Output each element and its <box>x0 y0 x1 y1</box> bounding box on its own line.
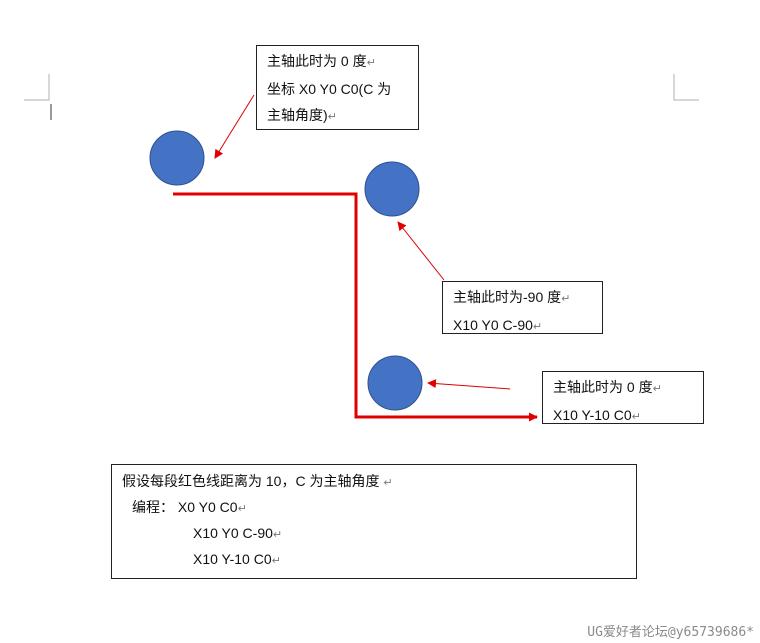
arrow-callout-c2 <box>427 379 511 390</box>
callout-middle-line1: 主轴此时为-90 度 <box>453 289 562 305</box>
arrow-callout-c0 <box>214 94 255 159</box>
note-line3: X10 Y0 C-90 <box>193 525 273 541</box>
callout-end: 主轴此时为 0 度↵ X10 Y-10 C0↵ <box>542 371 704 424</box>
callout-start: 主轴此时为 0 度↵ 坐标 X0 Y0 C0(C 为 主轴角度)↵ <box>256 45 419 130</box>
callout-middle-line2: X10 Y0 C-90 <box>453 317 533 333</box>
callout-start-line3: 主轴角度) <box>267 107 328 123</box>
callout-middle: 主轴此时为-90 度↵ X10 Y0 C-90↵ <box>442 281 603 334</box>
callout-start-line1: 主轴此时为 0 度 <box>267 53 367 69</box>
top-left-margin-mark <box>24 74 50 101</box>
spindle-circle-middle <box>364 161 420 217</box>
note-line1: 假设每段红色线距离为 10，C 为主轴角度 <box>122 473 380 489</box>
callout-end-line1: 主轴此时为 0 度 <box>553 379 653 395</box>
callout-start-line2: 坐标 X0 Y0 C0(C 为 <box>267 81 392 97</box>
note-line2: 编程： X0 Y0 C0 <box>132 499 238 515</box>
arrow-callout-c1 <box>397 221 445 281</box>
top-right-margin-mark <box>673 74 699 101</box>
note-line4: X10 Y-10 C0 <box>193 551 272 567</box>
program-note: 假设每段红色线距离为 10，C 为主轴角度 ↵ 编程： X0 Y0 C0↵ X1… <box>111 464 637 579</box>
spindle-circle-start <box>149 130 205 186</box>
spindle-circle-end <box>367 355 423 411</box>
red-tool-path <box>173 192 538 422</box>
callout-end-line2: X10 Y-10 C0 <box>553 407 632 423</box>
forum-watermark: UG爱好者论坛@y65739686* <box>587 625 754 640</box>
